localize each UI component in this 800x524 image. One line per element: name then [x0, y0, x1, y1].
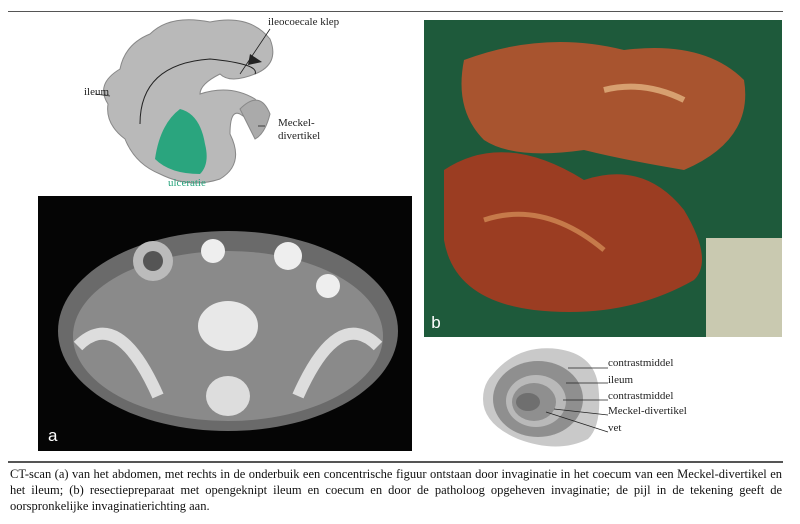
- specimen-photo: b: [424, 20, 782, 337]
- schematic-label-contrast-outer: contrastmiddel: [608, 357, 674, 369]
- label-ulceration: ulceratie: [168, 177, 206, 189]
- ulceration-area: [155, 109, 207, 174]
- concentric-schematic: [483, 348, 609, 447]
- ct-scan-image: a: [38, 196, 412, 451]
- schematic-label-ileum: ileum: [608, 374, 634, 386]
- label-ileocecal-valve: ileocoecale klep: [268, 16, 340, 28]
- label-ileum: ileum: [84, 86, 110, 98]
- panel-label-a: a: [48, 426, 58, 445]
- label-meckel: Meckel- divertikel: [278, 117, 321, 142]
- intussusception-drawing: [94, 19, 274, 184]
- schematic-label-contrast-inner: contrastmiddel: [608, 390, 674, 402]
- figure-caption: CT-scan (a) van het abdomen, met rechts …: [10, 467, 782, 513]
- schematic-label-fat: vet: [608, 422, 622, 434]
- top-rule: [8, 11, 783, 12]
- panel-label-b: b: [431, 313, 441, 332]
- caption-rule: [8, 461, 783, 463]
- schematic-label-meckel: Meckel-divertikel: [608, 405, 687, 417]
